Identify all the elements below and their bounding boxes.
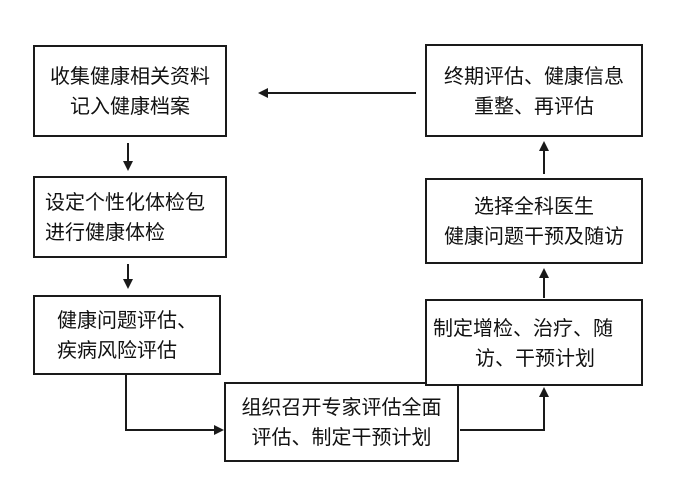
box-final-line1: 终期评估、健康信息 <box>444 63 624 88</box>
arrow-assess-to-expert <box>125 374 224 435</box>
box-assess-line2: 疾病风险评估 <box>57 338 177 362</box>
box-expert-line1: 组织召开专家评估全面 <box>241 395 442 419</box>
box-collect-line2: 记入健康档案 <box>70 94 190 118</box>
arrow-expert-to-plan <box>460 387 549 431</box>
box-final-evaluation: 终期评估、健康信息 重整、再评估 <box>425 44 643 137</box>
box-collect-line1: 收集健康相关资料 <box>50 64 210 88</box>
box-doctor-line2: 健康问题干预及随访 <box>444 224 624 248</box>
box-plan-line1: 制定增检、治疗、随 <box>433 315 613 340</box>
box-expert-line2: 评估、制定干预计划 <box>251 425 432 449</box>
box-checkup-line1: 设定个性化体检包 <box>45 190 205 214</box>
box-final-line2: 重整、再评估 <box>474 93 594 118</box>
box-doctor-line1: 选择全科医生 <box>474 194 594 218</box>
box-intervention-plan: 制定增检、治疗、随 访、干预计划 <box>425 299 643 386</box>
box-gp-followup: 选择全科医生 健康问题干预及随访 <box>425 178 643 264</box>
box-checkup-line2: 进行健康体检 <box>45 220 165 244</box>
box-collect-health-data: 收集健康相关资料 记入健康档案 <box>33 45 227 137</box>
box-plan-line2: 访、干预计划 <box>475 345 595 370</box>
box-assess-line1: 健康问题评估、 <box>57 308 197 332</box>
box-health-risk-assessment: 健康问题评估、 疾病风险评估 <box>33 295 221 375</box>
box-personalized-checkup: 设定个性化体检包 进行健康体检 <box>33 176 227 258</box>
box-expert-evaluation: 组织召开专家评估全面 评估、制定干预计划 <box>224 382 459 462</box>
